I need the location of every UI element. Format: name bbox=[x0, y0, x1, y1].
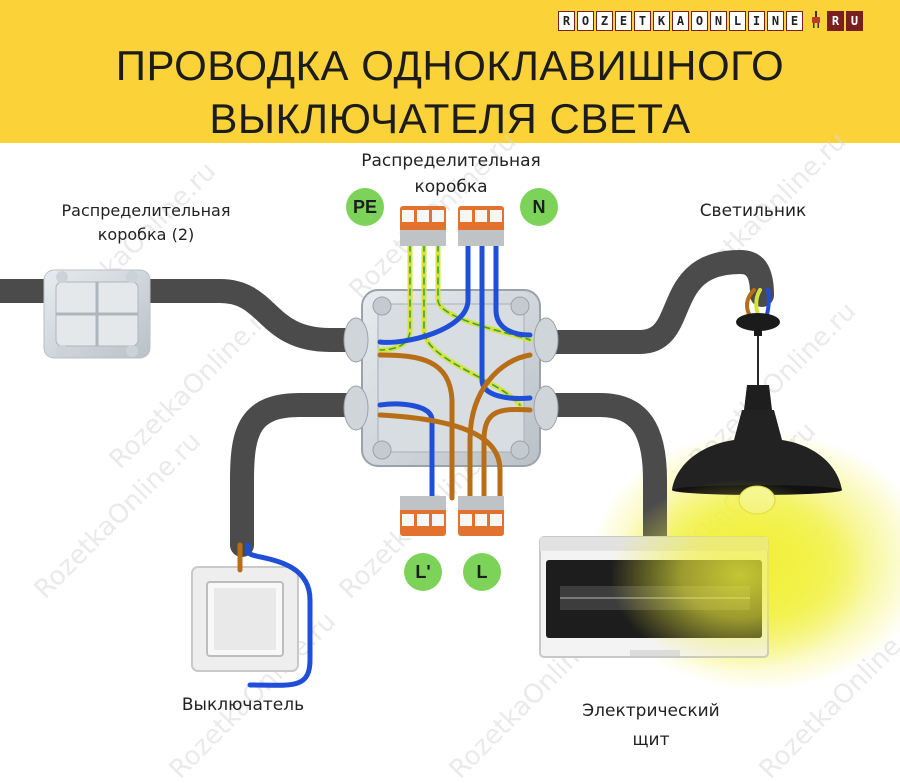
logo-letter: R bbox=[558, 11, 575, 31]
light-switch bbox=[191, 566, 299, 672]
panel-label-line1: Электрический bbox=[582, 701, 719, 721]
neutral-wire bbox=[377, 242, 471, 345]
cable-panel bbox=[528, 393, 667, 557]
wires-phase bbox=[377, 352, 533, 501]
junction-box-main-label-line1: Распределительная bbox=[361, 151, 541, 171]
logo-letter: O bbox=[691, 11, 708, 31]
logo-letter: I bbox=[748, 11, 765, 31]
neutral-wire bbox=[493, 242, 533, 338]
earth-wire bbox=[437, 244, 531, 341]
logo-letter: T bbox=[634, 11, 651, 31]
switch-wires bbox=[237, 542, 313, 688]
junction-box-2 bbox=[43, 269, 151, 359]
wago-connector-pe bbox=[400, 206, 446, 246]
wago-connector-l-prime bbox=[400, 496, 446, 536]
neutral-wire bbox=[479, 242, 533, 401]
cable-switch bbox=[230, 393, 377, 557]
phase-wire bbox=[377, 412, 503, 501]
title-line-1: ПРОВОДКА ОДНОКЛАВИШНОГО bbox=[115, 42, 785, 89]
terminal-pe-badge: PE bbox=[346, 188, 384, 226]
junction-box-2-label-line2: коробка (2) bbox=[98, 225, 194, 244]
logo-letter: K bbox=[653, 11, 670, 31]
panel-label-line2: щит bbox=[633, 730, 670, 750]
diagram-labels: Распределительная коробка Распределитель… bbox=[62, 151, 807, 750]
logo-letter: N bbox=[767, 11, 784, 31]
wago-connector-n bbox=[458, 206, 504, 246]
logo-letter: R bbox=[827, 11, 844, 31]
cables bbox=[0, 249, 774, 557]
switch-label: Выключатель bbox=[182, 695, 304, 715]
terminal-n-badge: N bbox=[520, 188, 558, 226]
site-logo[interactable]: R O Z E T K A O N L I N E R U bbox=[558, 8, 865, 34]
terminal-l-prime-badge: L' bbox=[404, 553, 442, 591]
logo-letter: U bbox=[846, 11, 863, 31]
logo-letter: Z bbox=[596, 11, 613, 31]
plug-icon bbox=[812, 11, 820, 28]
panel-glow-overlay bbox=[610, 480, 870, 670]
wago-connector-l bbox=[458, 496, 504, 536]
title-line-2: ВЫКЛЮЧАТЕЛЯ СВЕТА bbox=[209, 95, 691, 142]
cable-left bbox=[0, 279, 392, 352]
wires-neutral bbox=[377, 242, 533, 501]
junction-box-2-label-line1: Распределительная bbox=[62, 201, 231, 220]
lamp-label: Светильник bbox=[700, 201, 807, 221]
terminal-l-badge: L bbox=[463, 553, 501, 591]
logo-letter: E bbox=[786, 11, 803, 31]
cable-right-lamp bbox=[528, 249, 774, 354]
phase-wire bbox=[377, 352, 455, 501]
earth-wire bbox=[379, 244, 411, 351]
logo-letter: A bbox=[672, 11, 689, 31]
logo-letter: L bbox=[729, 11, 746, 31]
logo-letter: E bbox=[615, 11, 632, 31]
logo-letter: N bbox=[710, 11, 727, 31]
junction-box-main-label-line2: коробка bbox=[414, 177, 487, 197]
logo-letter: O bbox=[577, 11, 594, 31]
